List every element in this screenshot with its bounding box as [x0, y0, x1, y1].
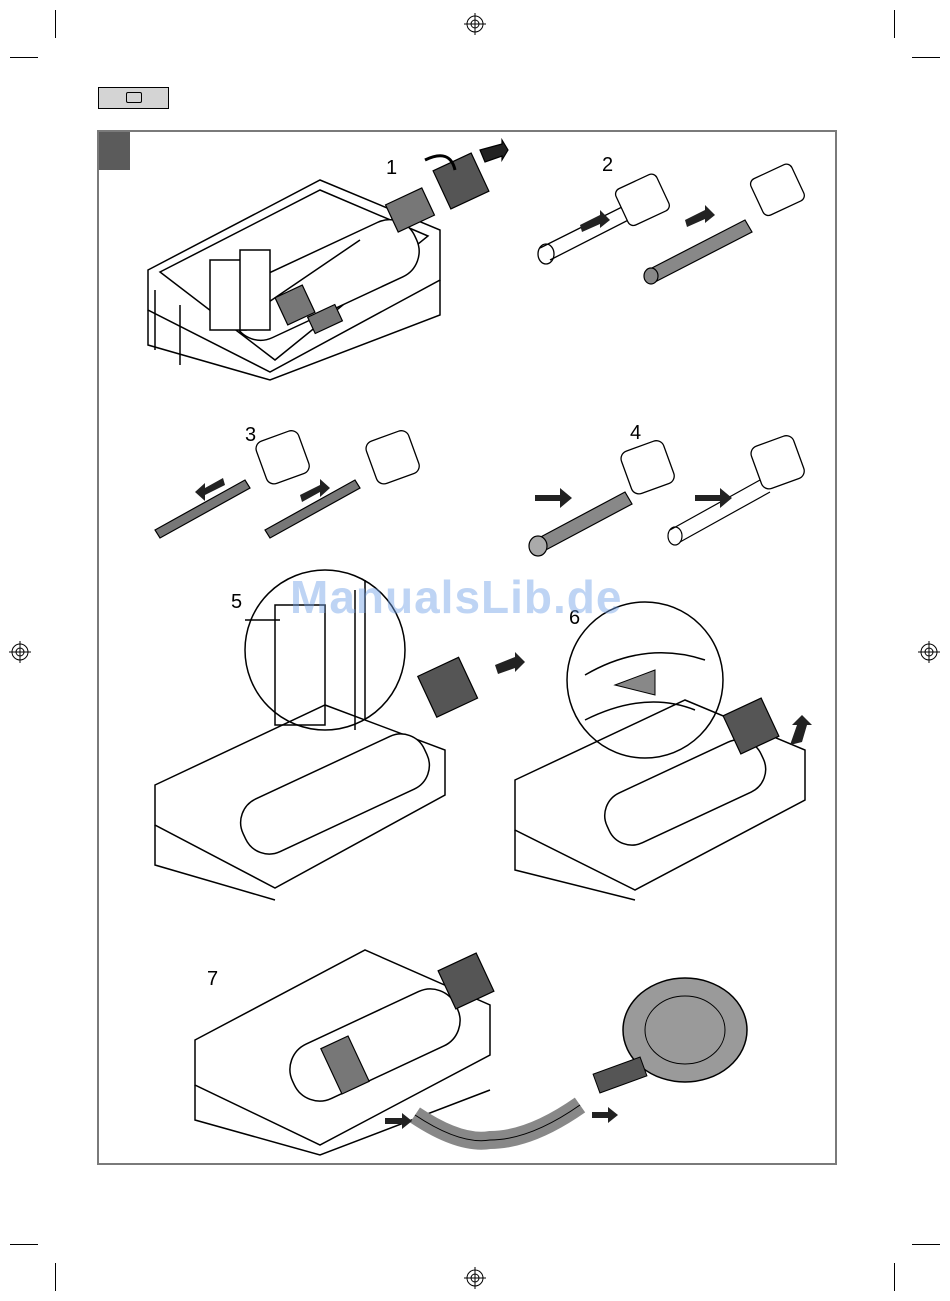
crop-mark: [10, 1244, 38, 1245]
watermark: ManualsLib.de: [290, 570, 622, 624]
section-tab: [98, 87, 169, 109]
crop-mark: [894, 1263, 895, 1291]
uvc-lamp-illustration: [150, 425, 450, 545]
registration-mark-icon: [918, 641, 940, 663]
filter-housing-illustration: [140, 140, 520, 380]
crop-mark: [55, 1263, 56, 1291]
crop-mark: [912, 57, 940, 58]
crop-mark: [894, 10, 895, 38]
registration-mark-icon: [464, 1267, 486, 1289]
crop-mark: [912, 1244, 940, 1245]
registration-mark-icon: [9, 641, 31, 663]
quartz-tube-illustration: [530, 160, 830, 280]
clamp-detail-illustration: [505, 600, 825, 900]
reassembly-illustration: [520, 430, 820, 560]
crop-mark: [55, 10, 56, 38]
crop-mark: [10, 57, 38, 58]
registration-mark-icon: [464, 13, 486, 35]
water-filter-icon: [126, 92, 142, 103]
frame-corner-marker: [99, 132, 130, 170]
pump-connection-illustration: [190, 940, 760, 1160]
